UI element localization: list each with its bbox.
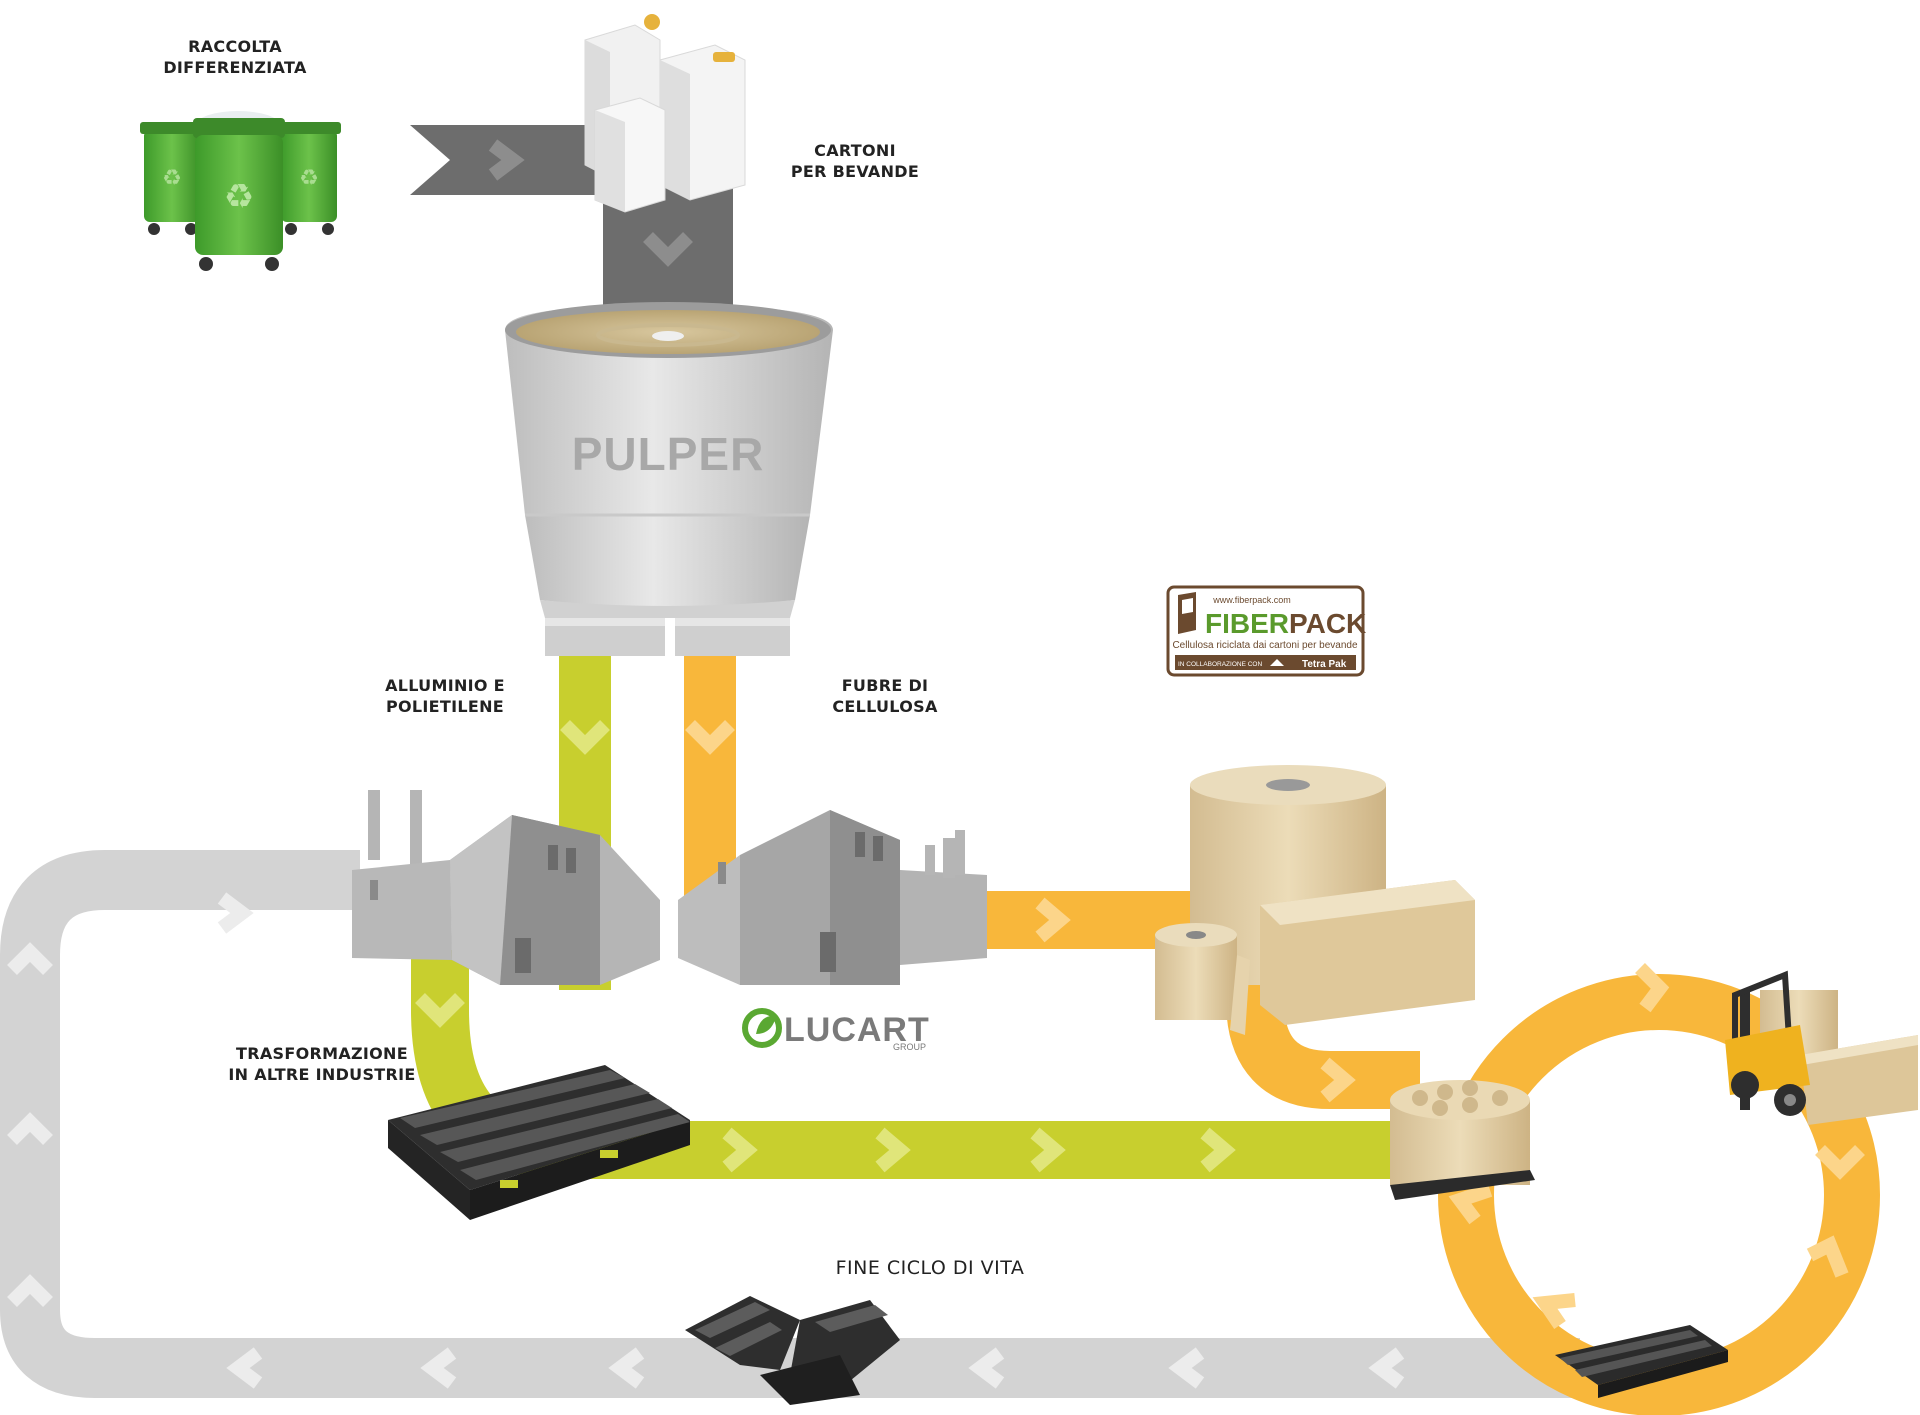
label-end-of-life: FINE CICLO DI VITA [835, 1257, 1025, 1279]
svg-text:♻: ♻ [162, 166, 182, 191]
pallet-icon [685, 1296, 900, 1405]
label-transformation: TRASFORMAZIONE IN ALTRE INDUSTRIE [228, 1044, 416, 1084]
label-collection: RACCOLTA DIFFERENZIATA [163, 37, 307, 77]
recycling-bins: ♻ ♻ ♻ [140, 111, 341, 271]
lucart-group: GROUP [893, 1042, 926, 1052]
svg-text:♻: ♻ [299, 166, 319, 191]
tetra-pak-icon [1270, 659, 1284, 666]
factory-icon [352, 790, 660, 985]
fiberpack-logo: www.fiberpack.com FIBERPACK Cellulosa ri… [1166, 585, 1366, 677]
fiberpack-partner: Tetra Pak [1302, 659, 1347, 670]
recycling-bin-icon: ♻ [140, 122, 204, 235]
pulper-label: PULPER [572, 428, 765, 480]
lucart-leaf-icon [742, 1008, 782, 1048]
label-aluminum: ALLUMINIO E POLIETILENE [385, 676, 505, 716]
pallet-icon [388, 1065, 690, 1220]
fiberpack-brand-b: PACK [1289, 608, 1366, 639]
fiberpack-url: www.fiberpack.com [1212, 595, 1291, 605]
flow-chevrons [7, 139, 1865, 1389]
pallet-icon [1555, 1325, 1728, 1398]
label-fibers: FUBRE DI CELLULOSA [832, 676, 938, 716]
factory-icon [678, 810, 987, 985]
paper-products-icon [1155, 765, 1475, 1035]
beverage-carton-icon [584, 14, 746, 213]
svg-text:FIBERPACK: FIBERPACK [1205, 608, 1366, 639]
fiberpack-icon [1178, 592, 1196, 634]
recycling-bin-icon: ♻ [193, 111, 285, 271]
svg-text:♻: ♻ [224, 177, 254, 217]
recycling-bin-icon: ♻ [277, 122, 341, 235]
forklift-icon [1725, 970, 1918, 1125]
fiberpack-brand-a: FIBER [1205, 608, 1289, 639]
fiberpack-tagline: Cellulosa riciclata dai cartoni per beva… [1172, 640, 1358, 651]
pallet-icon [1390, 1080, 1535, 1200]
lucart-logo: LUCART GROUP [742, 1008, 930, 1052]
lucart-name: LUCART [784, 1011, 930, 1049]
fiberpack-collab: IN COLLABORAZIONE CON [1178, 661, 1262, 668]
pulper-tank-icon: PULPER [505, 302, 833, 656]
label-cartons: CARTONI PER BEVANDE [790, 141, 920, 181]
